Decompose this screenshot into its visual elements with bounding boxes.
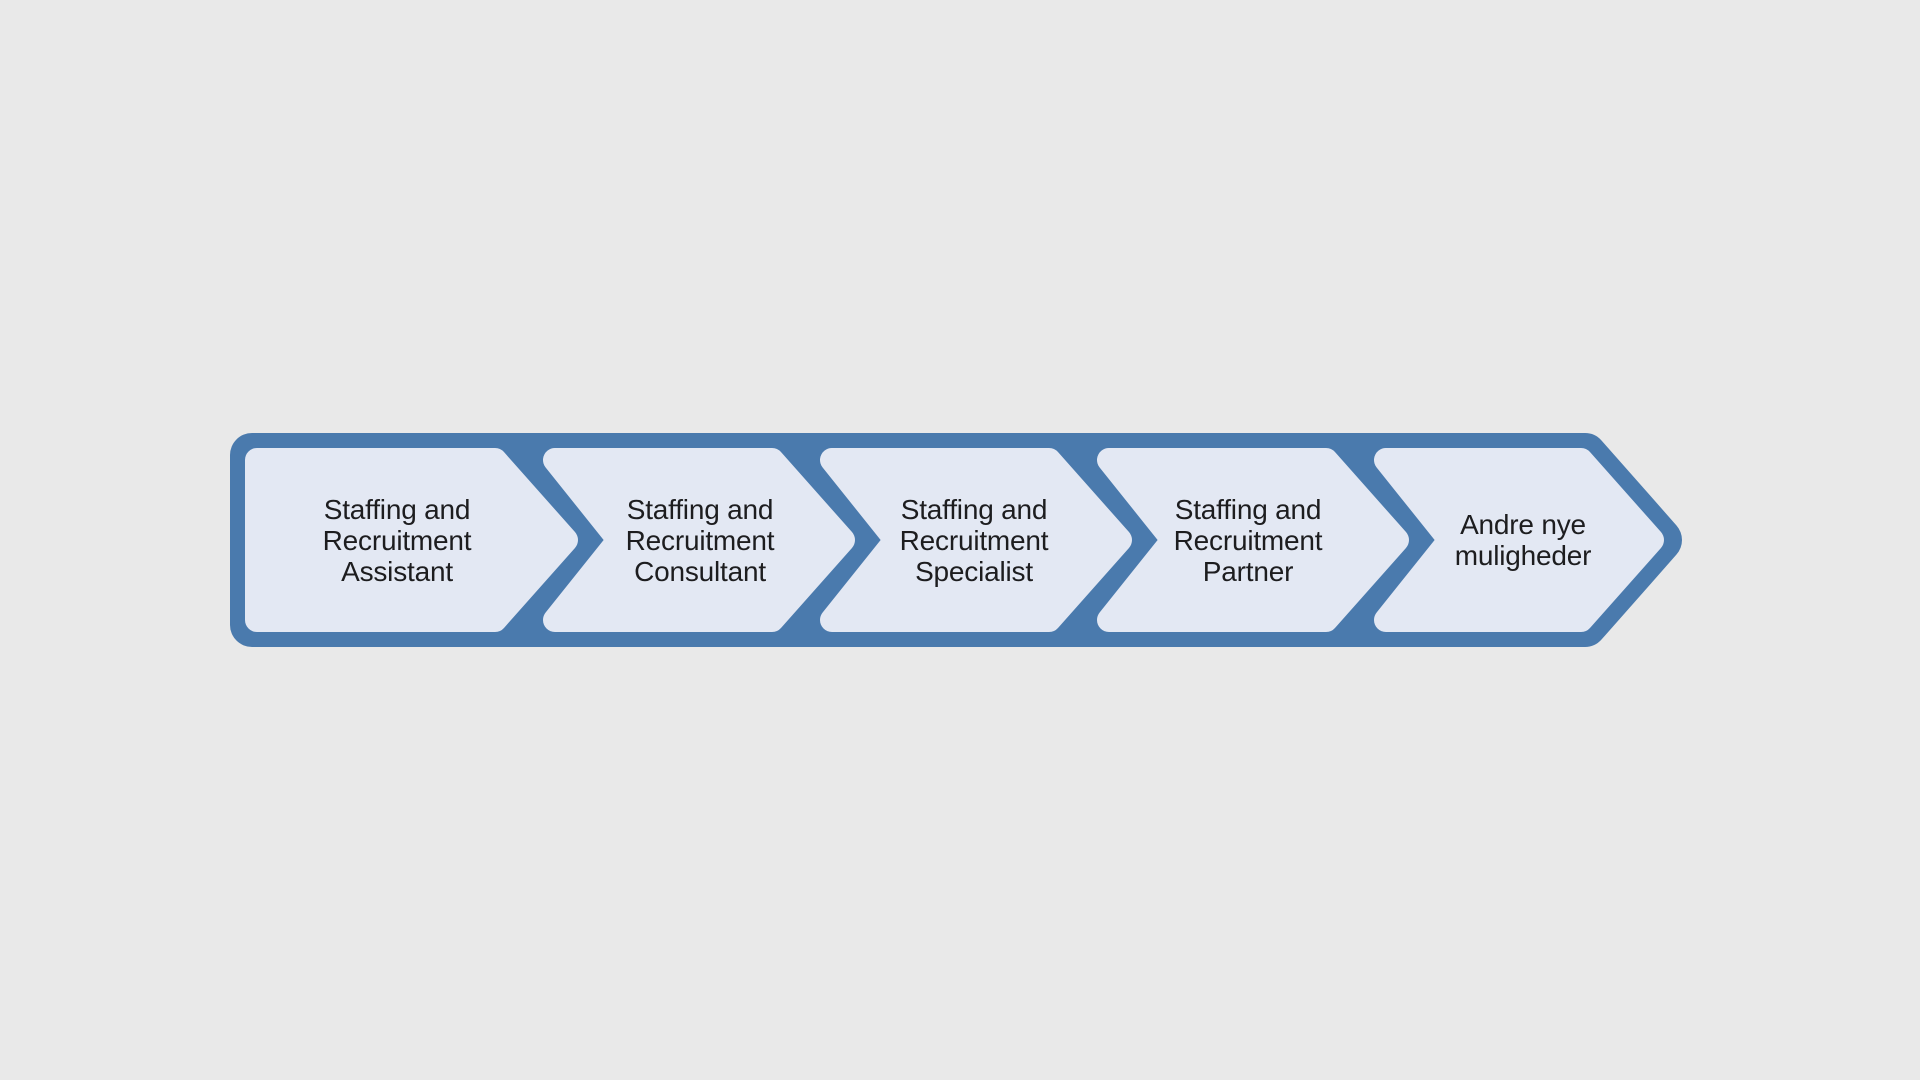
- chevron-step-4: [1097, 448, 1409, 632]
- chevron-step-2: [543, 448, 855, 632]
- chevron-step-3: [820, 448, 1132, 632]
- step-label-4: Staffing and Recruitment Partner: [1173, 493, 1323, 587]
- chevron-step-1: [245, 448, 578, 632]
- step-label-2: Staffing and Recruitment Consultant: [625, 493, 775, 587]
- step-label-1: Staffing and Recruitment Assistant: [322, 493, 472, 587]
- chevron-step-5: [1374, 448, 1664, 632]
- step-label-5: Andre nye muligheder: [1454, 509, 1592, 571]
- step-label-3: Staffing and Recruitment Specialist: [899, 493, 1049, 587]
